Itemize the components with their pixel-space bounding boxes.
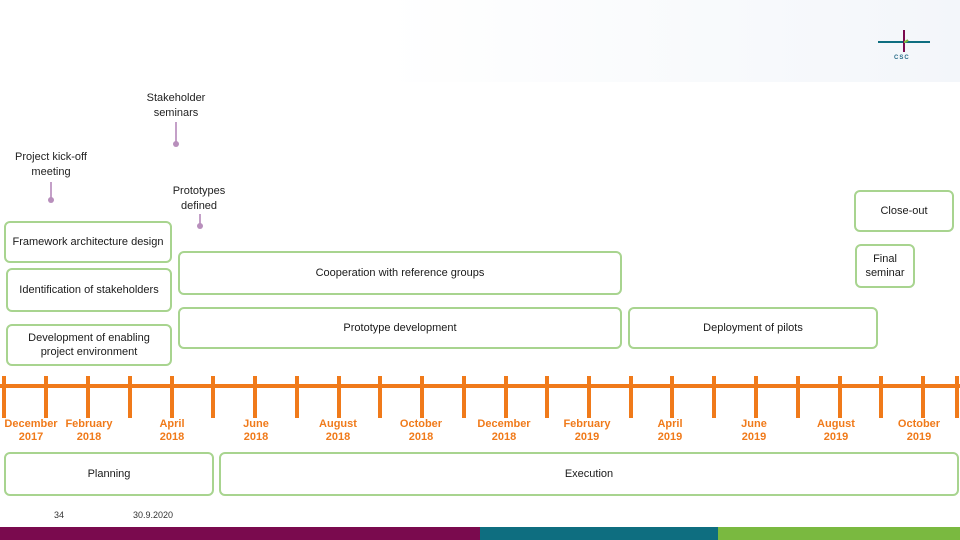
box-prototype-development: Prototype development (178, 307, 622, 349)
annotation-project-kickoff: Project kick-off meeting (15, 151, 87, 178)
footer-date: 30.9.2020 (133, 510, 174, 520)
timeline-tick (796, 376, 800, 418)
timeline-year: 2018 (159, 431, 185, 443)
timeline-axis (0, 384, 960, 388)
box-framework-architecture: Framework architecture design (4, 221, 172, 263)
timeline-tick (629, 376, 633, 418)
timeline-month: April (657, 418, 683, 430)
timeline-year: 2019 (574, 431, 600, 443)
footer-bar-purple (0, 527, 480, 540)
timeline-tick (545, 376, 549, 418)
timeline-tick (587, 376, 591, 418)
annotation-prototypes-defined: Prototypes defined (172, 185, 226, 212)
timeline-tick (86, 376, 90, 418)
timeline-tick (838, 376, 842, 418)
timeline-year: 2019 (741, 431, 767, 443)
timeline-tick (670, 376, 674, 418)
timeline-year: 2018 (491, 431, 517, 443)
csc-logo-icon (878, 30, 930, 52)
timeline-year: 2018 (76, 431, 102, 443)
timeline-tick (504, 376, 508, 418)
timeline-month: April (159, 418, 185, 430)
timeline-month: February (563, 418, 611, 430)
timeline-month: December (4, 418, 58, 430)
timeline-tick (253, 376, 257, 418)
timeline-year: 2017 (18, 431, 44, 443)
timeline-month: October (897, 418, 941, 430)
timeline-tick (462, 376, 466, 418)
box-identification-stakeholders: Identification of stakeholders (6, 268, 172, 312)
timeline-year: 2018 (408, 431, 434, 443)
timeline-month: June (243, 418, 269, 430)
timeline-year: 2018 (243, 431, 269, 443)
timeline-month: June (741, 418, 767, 430)
header-band (0, 0, 960, 82)
box-deployment-pilots: Deployment of pilots (628, 307, 878, 349)
timeline-month: December (477, 418, 531, 430)
timeline-tick (44, 376, 48, 418)
marker-stakeholder (173, 122, 179, 147)
box-enabling-environment: Development of enabling project environm… (6, 324, 172, 366)
box-planning: Planning (4, 452, 214, 496)
marker-prototypes (197, 214, 203, 229)
timeline-month: February (65, 418, 113, 430)
page-number: 34 (54, 510, 65, 520)
timeline-year: 2019 (823, 431, 849, 443)
timeline-tick (420, 376, 424, 418)
timeline-tick (955, 376, 959, 418)
box-close-out: Close-out (854, 190, 954, 232)
timeline-month: October (399, 418, 443, 430)
marker-kickoff (48, 182, 54, 203)
timeline-tick (2, 376, 6, 418)
timeline-year: 2019 (906, 431, 932, 443)
timeline-tick (378, 376, 382, 418)
footer-bar-green (718, 527, 960, 540)
timeline-tick (712, 376, 716, 418)
timeline-tick (921, 376, 925, 418)
box-execution: Execution (219, 452, 959, 496)
box-cooperation-reference-groups: Cooperation with reference groups (178, 251, 622, 295)
timeline-tick (170, 376, 174, 418)
timeline-tick (337, 376, 341, 418)
timeline-tick (879, 376, 883, 418)
timeline-tick (211, 376, 215, 418)
timeline-year: 2018 (325, 431, 351, 443)
annotation-stakeholder-seminars: Stakeholder seminars (146, 92, 206, 119)
footer-bar-teal (480, 527, 718, 540)
timeline-tick (128, 376, 132, 418)
timeline-month: August (817, 418, 855, 430)
logo-text: CSC (894, 55, 910, 61)
timeline-tick (754, 376, 758, 418)
box-final-seminar: Final seminar (855, 244, 915, 288)
timeline-tick (295, 376, 299, 418)
timeline-year: 2019 (657, 431, 683, 443)
timeline-month: August (319, 418, 357, 430)
